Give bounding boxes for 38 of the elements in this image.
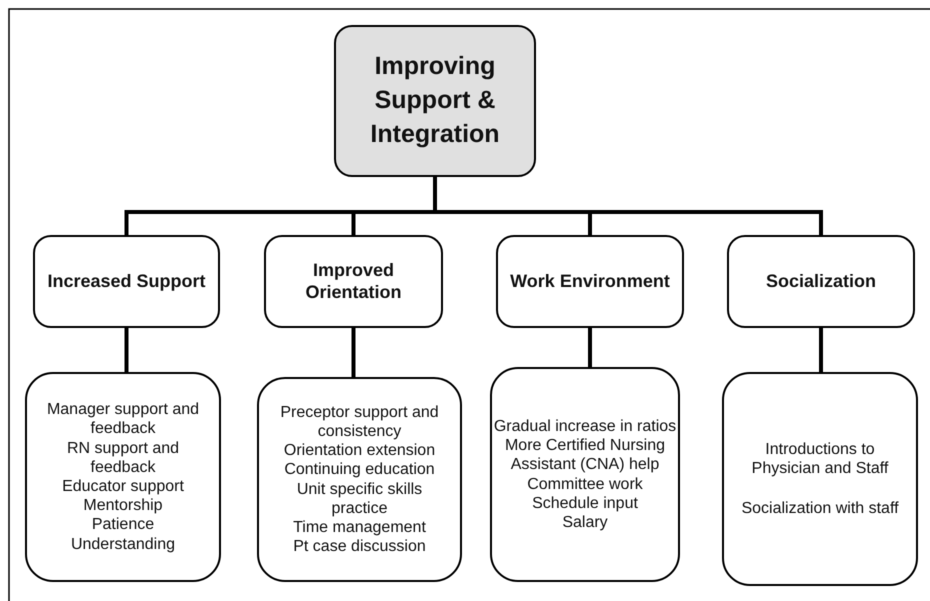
category-box — [496, 235, 684, 328]
detail-box — [722, 372, 918, 586]
box-label: Improving Support & Integration — [369, 51, 501, 150]
list-item: Gradual increase in ratios — [494, 416, 676, 436]
connector-line — [352, 328, 356, 377]
connector-line — [124, 328, 128, 372]
detail-box — [257, 377, 462, 582]
title-box — [334, 25, 536, 177]
list-item: Unit specific skills practice — [296, 480, 424, 518]
list-item: Continuing education — [284, 460, 435, 480]
list-item: Orientation extension — [284, 441, 436, 460]
detail-box — [25, 372, 221, 582]
box-label: Increased Support — [47, 270, 206, 292]
category-box — [33, 235, 220, 328]
list-item: Schedule input — [532, 494, 638, 513]
category-box — [727, 235, 915, 328]
list-item: More Certified Nursing Assistant (CNA) help — [504, 436, 666, 474]
list-item: Socialization with staff — [741, 498, 899, 518]
box-label: Socialization — [766, 270, 876, 292]
list-item: Salary — [562, 512, 608, 532]
list-item: Preceptor support and consistency — [279, 402, 440, 442]
list-item: Understanding — [70, 534, 176, 554]
box-label: Improved Orientation — [304, 260, 402, 304]
detail-box — [490, 367, 680, 582]
category-box — [264, 235, 443, 328]
list-item: Introductions to Physician and Staff — [750, 440, 890, 479]
list-item: Pt case discussion — [293, 537, 426, 556]
connector-line — [819, 328, 823, 372]
list-item: RN support and feedback — [66, 438, 180, 477]
list-item: Patience — [92, 515, 154, 535]
list-item: Committee work — [527, 474, 643, 494]
list-item: Educator support — [62, 477, 184, 496]
list-item: Mentorship — [83, 496, 163, 516]
list-item: Time management — [293, 518, 426, 538]
box-label: Work Environment — [510, 270, 670, 292]
connector-line — [588, 328, 592, 367]
list-item: Manager support and feedback — [46, 400, 200, 439]
connector-line — [433, 177, 823, 235]
